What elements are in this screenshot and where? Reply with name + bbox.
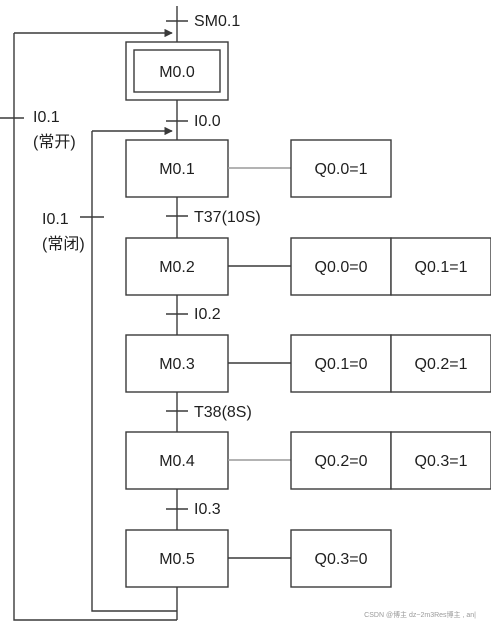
action-label: Q0.2=0 xyxy=(315,453,368,470)
transition-label: I0.2 xyxy=(194,306,221,323)
action-box xyxy=(290,139,392,198)
action-label: Q0.0=1 xyxy=(315,161,368,178)
step-box xyxy=(125,334,229,393)
transition-label: T38(8S) xyxy=(194,404,252,421)
action-box xyxy=(390,237,491,296)
step-label: M0.3 xyxy=(159,356,195,373)
action-label: Q0.1=1 xyxy=(415,259,468,276)
inner-loop-label-line1: I0.1 xyxy=(42,211,69,228)
step-label: M0.5 xyxy=(159,551,195,568)
step-box xyxy=(125,529,229,588)
action-label: Q0.2=1 xyxy=(415,356,468,373)
watermark: CSDN @博主 dz~2m3Res博主 , an| xyxy=(364,610,476,619)
step-label: M0.2 xyxy=(159,259,195,276)
step-box xyxy=(125,139,229,198)
outer-loop-line xyxy=(13,33,177,621)
transition-label: T37(10S) xyxy=(194,209,261,226)
action-label: Q0.3=1 xyxy=(415,453,468,470)
inner-loop-label-line2: (常闭) xyxy=(42,235,85,253)
action-label: Q0.1=0 xyxy=(315,356,368,373)
action-box xyxy=(390,431,491,490)
transition-label-initial: SM0.1 xyxy=(194,13,240,30)
outer-loop-label-line2: (常开) xyxy=(33,133,76,151)
action-box xyxy=(290,529,392,588)
outer-loop-label-line1: I0.1 xyxy=(33,109,60,126)
action-box xyxy=(290,431,392,490)
initial-step-label: M0.0 xyxy=(159,64,195,81)
step-label: M0.1 xyxy=(159,161,195,178)
inner-loop-line xyxy=(91,131,177,612)
action-box xyxy=(390,334,491,393)
action-box xyxy=(290,237,392,296)
step-label: M0.4 xyxy=(159,453,195,470)
transition-label: I0.3 xyxy=(194,501,221,518)
transition-label: I0.0 xyxy=(194,113,221,130)
action-label: Q0.3=0 xyxy=(315,551,368,568)
action-label: Q0.0=0 xyxy=(315,259,368,276)
action-box xyxy=(290,334,392,393)
initial-step-inner-box xyxy=(133,49,221,93)
